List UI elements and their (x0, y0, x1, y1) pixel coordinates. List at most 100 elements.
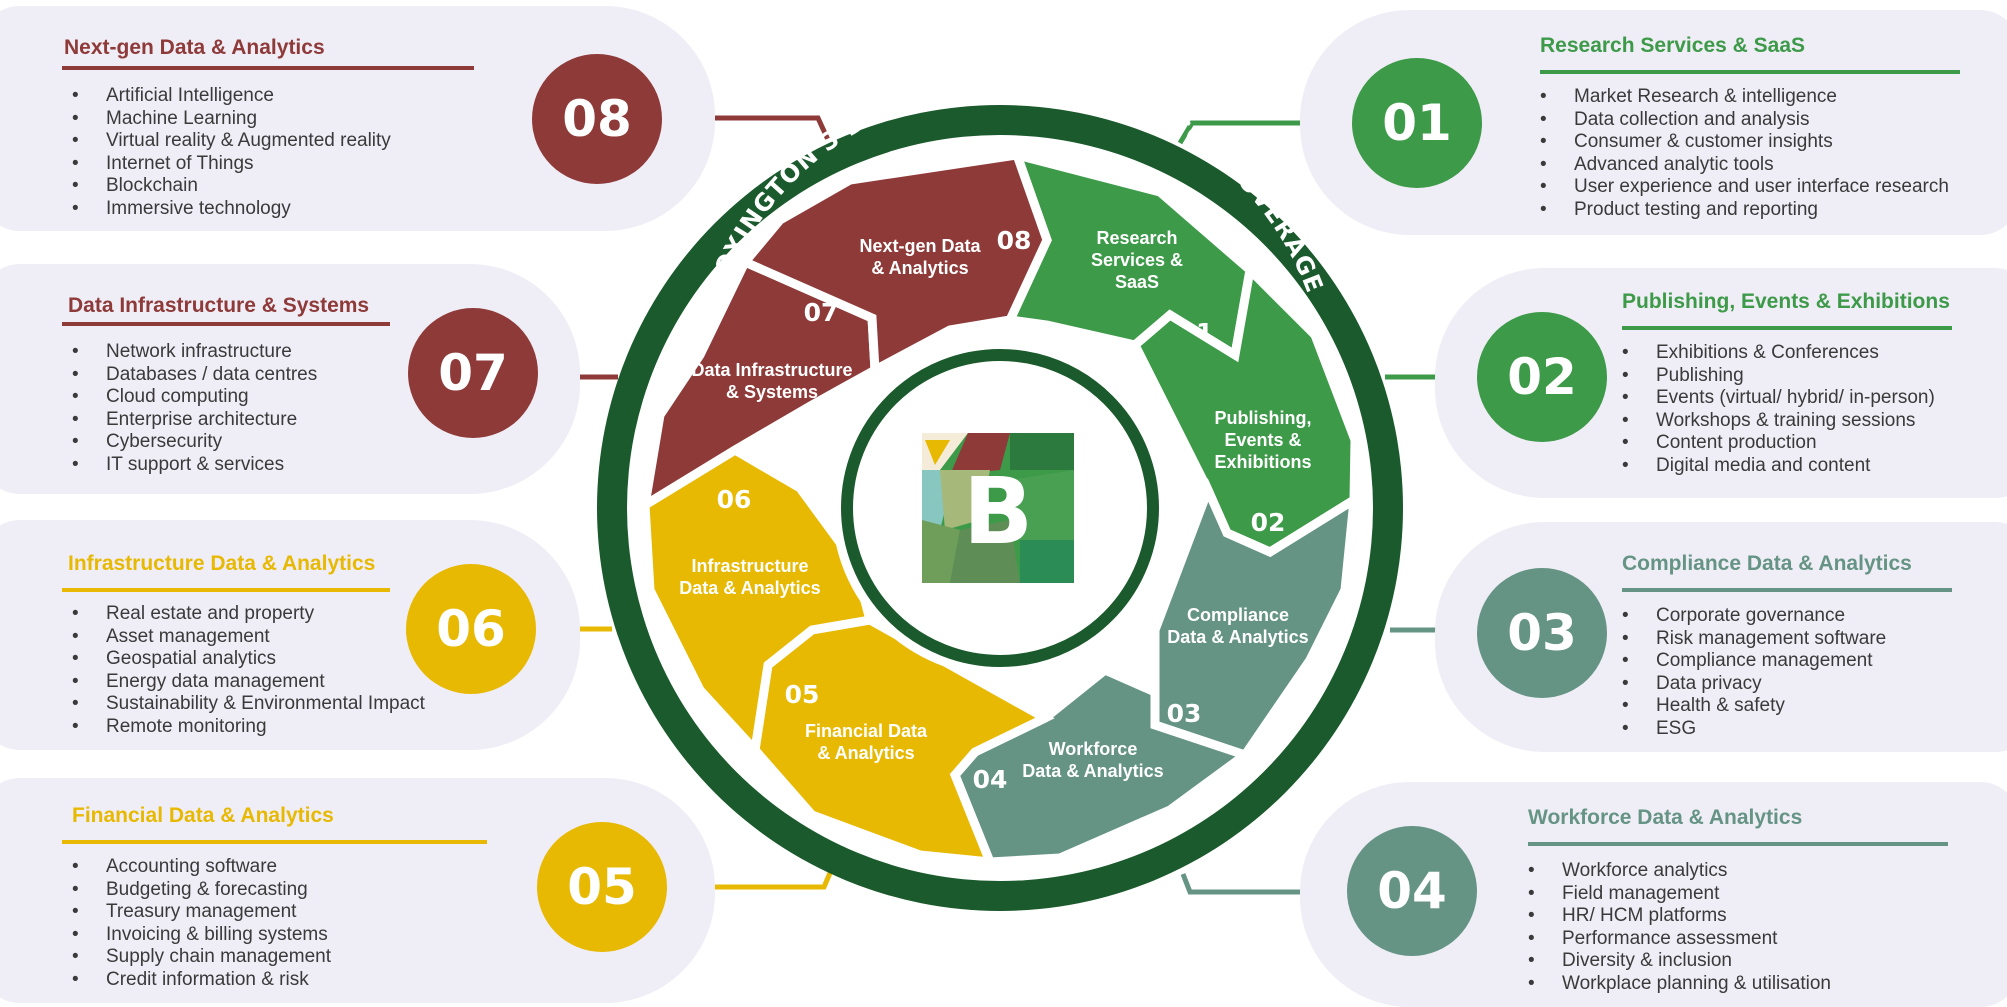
list-item: Immersive technology (72, 198, 391, 221)
segment-label: Research (1096, 228, 1177, 248)
segment-label: Compliance (1187, 605, 1289, 625)
list-item: Network infrastructure (72, 341, 317, 364)
connector-05 (667, 872, 833, 890)
logo-letter: B (963, 458, 1033, 565)
sector-title-rule (62, 322, 390, 326)
segment-label: Workforce (1049, 739, 1138, 759)
sector-item-list: Real estate and propertyAsset management… (72, 603, 425, 738)
list-item: Internet of Things (72, 153, 391, 176)
list-item: Virtual reality & Augmented reality (72, 130, 391, 153)
sector-title: Next-gen Data & Analytics (64, 36, 325, 59)
logo-icon (922, 433, 1074, 583)
sector-title-rule (1622, 588, 1952, 592)
list-item: Geospatial analytics (72, 648, 425, 671)
segment-shape (737, 149, 1052, 378)
list-item: Performance assessment (1528, 928, 1831, 951)
list-item: Product testing and reporting (1540, 199, 1949, 222)
list-item: Advanced analytic tools (1540, 154, 1949, 177)
sector-title-rule (1540, 70, 1960, 74)
sector-badge-04: 04 (1347, 826, 1477, 956)
list-item: HR/ HCM platforms (1528, 905, 1831, 928)
sector-title: Financial Data & Analytics (72, 804, 334, 827)
sector-badge-02: 02 (1477, 312, 1607, 442)
segment-label: Events & (1224, 430, 1301, 450)
list-item: Treasury management (72, 901, 331, 924)
sector-title-rule (62, 588, 390, 592)
segment-label: & Analytics (817, 743, 914, 763)
segment-shape (640, 444, 876, 760)
segment-number: 03 (1167, 699, 1202, 728)
segment-label: Next-gen Data (859, 236, 981, 256)
connector-01 (1177, 120, 1352, 145)
sector-title-rule (62, 66, 474, 70)
sector-title: Infrastructure Data & Analytics (68, 552, 376, 575)
list-item: Publishing (1622, 365, 1935, 388)
segment-number: 02 (1251, 508, 1286, 537)
list-item: Diversity & inclusion (1528, 950, 1831, 973)
segment-label: Financial Data (805, 721, 928, 741)
sector-title-rule (62, 840, 487, 844)
segment-label: Data & Analytics (1022, 761, 1163, 781)
segment-label: SaaS (1115, 272, 1159, 292)
list-item: Real estate and property (72, 603, 425, 626)
list-item: Invoicing & billing systems (72, 924, 331, 947)
segment-label: Data & Analytics (1167, 627, 1308, 647)
list-item: Health & safety (1622, 695, 1886, 718)
sector-title: Publishing, Events & Exhibitions (1622, 290, 1950, 313)
segment-label: Data & Analytics (679, 578, 820, 598)
list-item: IT support & services (72, 454, 317, 477)
sector-title-rule (1528, 842, 1948, 846)
list-item: Energy data management (72, 671, 425, 694)
sector-badge-08: 08 (532, 54, 662, 184)
list-item: Cloud computing (72, 386, 317, 409)
list-item: Digital media and content (1622, 455, 1935, 478)
sector-title: Compliance Data & Analytics (1622, 552, 1912, 575)
sector-item-list: Artificial IntelligenceMachine LearningV… (72, 85, 391, 220)
segment-number: 08 (997, 226, 1032, 255)
list-item: Events (virtual/ hybrid/ in-person) (1622, 387, 1935, 410)
segment-label: Infrastructure (691, 556, 808, 576)
segment-label: Exhibitions (1214, 452, 1311, 472)
list-item: Exhibitions & Conferences (1622, 342, 1935, 365)
segment-number: 04 (973, 765, 1008, 794)
wheel-segment-08: Next-gen Data& Analytics 08 (737, 149, 1052, 378)
segment-shape (1150, 478, 1360, 761)
sector-item-list: Accounting softwareBudgeting & forecasti… (72, 856, 331, 991)
list-item: Workshops & training sessions (1622, 410, 1935, 433)
list-item: ESG (1622, 718, 1886, 741)
sector-badge-03: 03 (1477, 568, 1607, 698)
list-item: Remote monitoring (72, 716, 425, 739)
list-item: Market Research & intelligence (1540, 86, 1949, 109)
list-item: Cybersecurity (72, 431, 317, 454)
sector-title: Research Services & SaaS (1540, 34, 1806, 57)
list-item: Accounting software (72, 856, 331, 879)
list-item: Supply chain management (72, 946, 331, 969)
sector-item-list: Workforce analyticsField managementHR/ H… (1528, 860, 1831, 995)
segment-number: 06 (717, 485, 752, 514)
segment-label: & Analytics (871, 258, 968, 278)
list-item: Data collection and analysis (1540, 109, 1949, 132)
segment-label: Services & (1091, 250, 1183, 270)
list-item: Workforce analytics (1528, 860, 1831, 883)
sector-title: Data Infrastructure & Systems (68, 294, 370, 317)
segment-label: Publishing, (1215, 408, 1312, 428)
list-item: Risk management software (1622, 628, 1886, 651)
list-item: Sustainability & Environmental Impact (72, 693, 425, 716)
sector-item-list: Corporate governanceRisk management soft… (1622, 605, 1886, 740)
segment-label: Data Infrastructure (691, 360, 852, 380)
list-item: Data privacy (1622, 673, 1886, 696)
sector-item-list: Exhibitions & ConferencesPublishingEvent… (1622, 342, 1935, 477)
sector-badge-07: 07 (408, 308, 538, 438)
list-item: Machine Learning (72, 108, 391, 131)
list-item: Databases / data centres (72, 364, 317, 387)
sector-title: Workforce Data & Analytics (1528, 806, 1803, 829)
segment-number: 05 (785, 680, 820, 709)
list-item: Corporate governance (1622, 605, 1886, 628)
sector-badge-01: 01 (1352, 58, 1482, 188)
list-item: Asset management (72, 626, 425, 649)
list-item: Workplace planning & utilisation (1528, 973, 1831, 996)
list-item: Compliance management (1622, 650, 1886, 673)
